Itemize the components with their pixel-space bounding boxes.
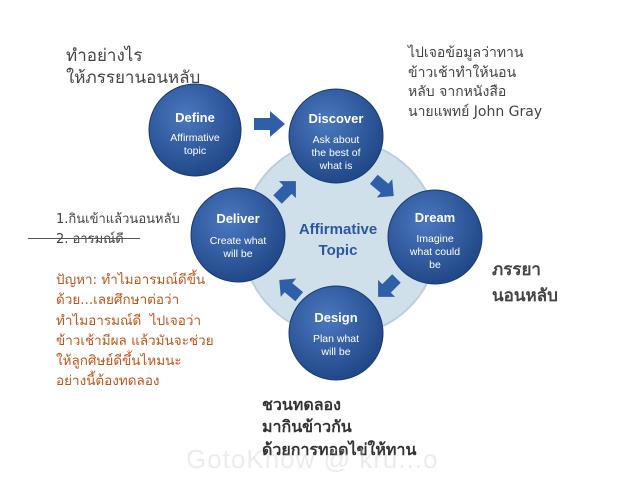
note-mid-left: 1.กินเข้าแล้วนอนหลับ 2. อารมณ์ดี [56,212,180,247]
arrow-dream-to-design [378,274,401,297]
arrow-deliver-to-discover [273,181,296,204]
node-discover: Discover Ask about the best of what is [288,88,384,184]
node-dream-title: Dream [415,210,455,225]
watermark: GotoKnow @ kru...o [186,444,439,474]
node-discover-desc-2: the best of [311,147,360,159]
node-define: Define Affirmative topic [148,83,242,177]
node-dream-desc-3: be [429,259,441,271]
node-deliver-title: Deliver [216,211,259,226]
node-define-desc-1: Affirmative [170,132,220,144]
note-bottom: ชวนทดลอง มากินข้าวกัน ด้วยการทอดไข่ให้ทา… [262,395,417,459]
node-dream-desc-2: what could [409,246,460,258]
note-right-side: ภรรยา นอนหลับ [492,260,558,306]
arrow-discover-to-dream [369,174,394,198]
node-dream-desc-1: Imagine [416,233,454,245]
node-deliver-desc-1: Create what [210,235,267,247]
node-discover-desc-3: what is [319,160,353,172]
node-deliver: Deliver Create what will be [190,187,286,283]
center-title-line2: Topic [319,242,358,259]
node-define-desc-2: topic [184,145,206,157]
node-discover-title: Discover [309,111,364,126]
node-discover-desc-1: Ask about [313,134,360,146]
arrow-define-to-discover [254,111,285,137]
note-problem: ปัญหา: ทำไมอารมณ์ดีขึ้น ด้วย...เลยศึกษาต… [56,272,214,390]
note-top-left: ทำอย่างไร ให้ภรรยานอนหลับ [66,46,201,88]
node-design-desc-1: Plan what [313,333,359,345]
center-title-line1: Affirmative [299,221,377,238]
node-dream: Dream Imagine what could be [387,189,483,285]
strike-line [28,238,140,239]
node-define-title: Define [175,110,215,125]
node-design-title: Design [314,310,357,325]
note-top-right: ไปเจอข้อมูลว่าทาน ข้าวเช้าทำให้นอน หลับ … [408,45,543,120]
node-deliver-desc-2: will be [222,248,252,260]
arrow-design-to-deliver [279,278,304,302]
node-design: Design Plan what will be [288,285,384,381]
node-design-desc-2: will be [320,346,350,358]
